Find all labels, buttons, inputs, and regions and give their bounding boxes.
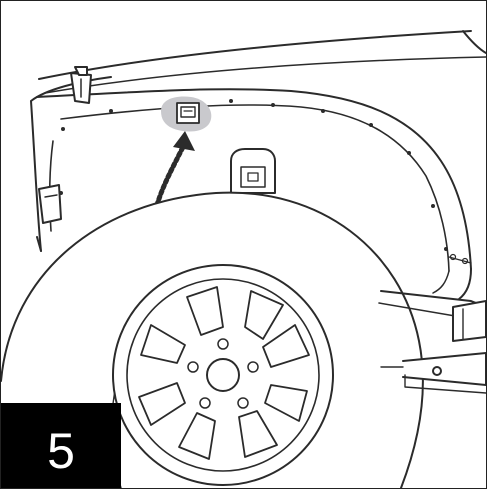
rim-spokes — [138, 286, 310, 460]
step-number: 5 — [47, 422, 75, 479]
suspension-parts — [378, 253, 486, 394]
flare-rivets — [59, 99, 448, 251]
step-badge: 5 — [1, 403, 121, 488]
hood-latch — [70, 66, 92, 104]
inner-bracket — [230, 148, 276, 194]
wheel-rim — [112, 264, 334, 486]
lug-nuts — [187, 338, 259, 409]
side-marker — [38, 184, 62, 224]
dashed-arrow — [154, 131, 195, 208]
clip-highlight — [161, 96, 212, 132]
hood-outline — [38, 30, 486, 94]
